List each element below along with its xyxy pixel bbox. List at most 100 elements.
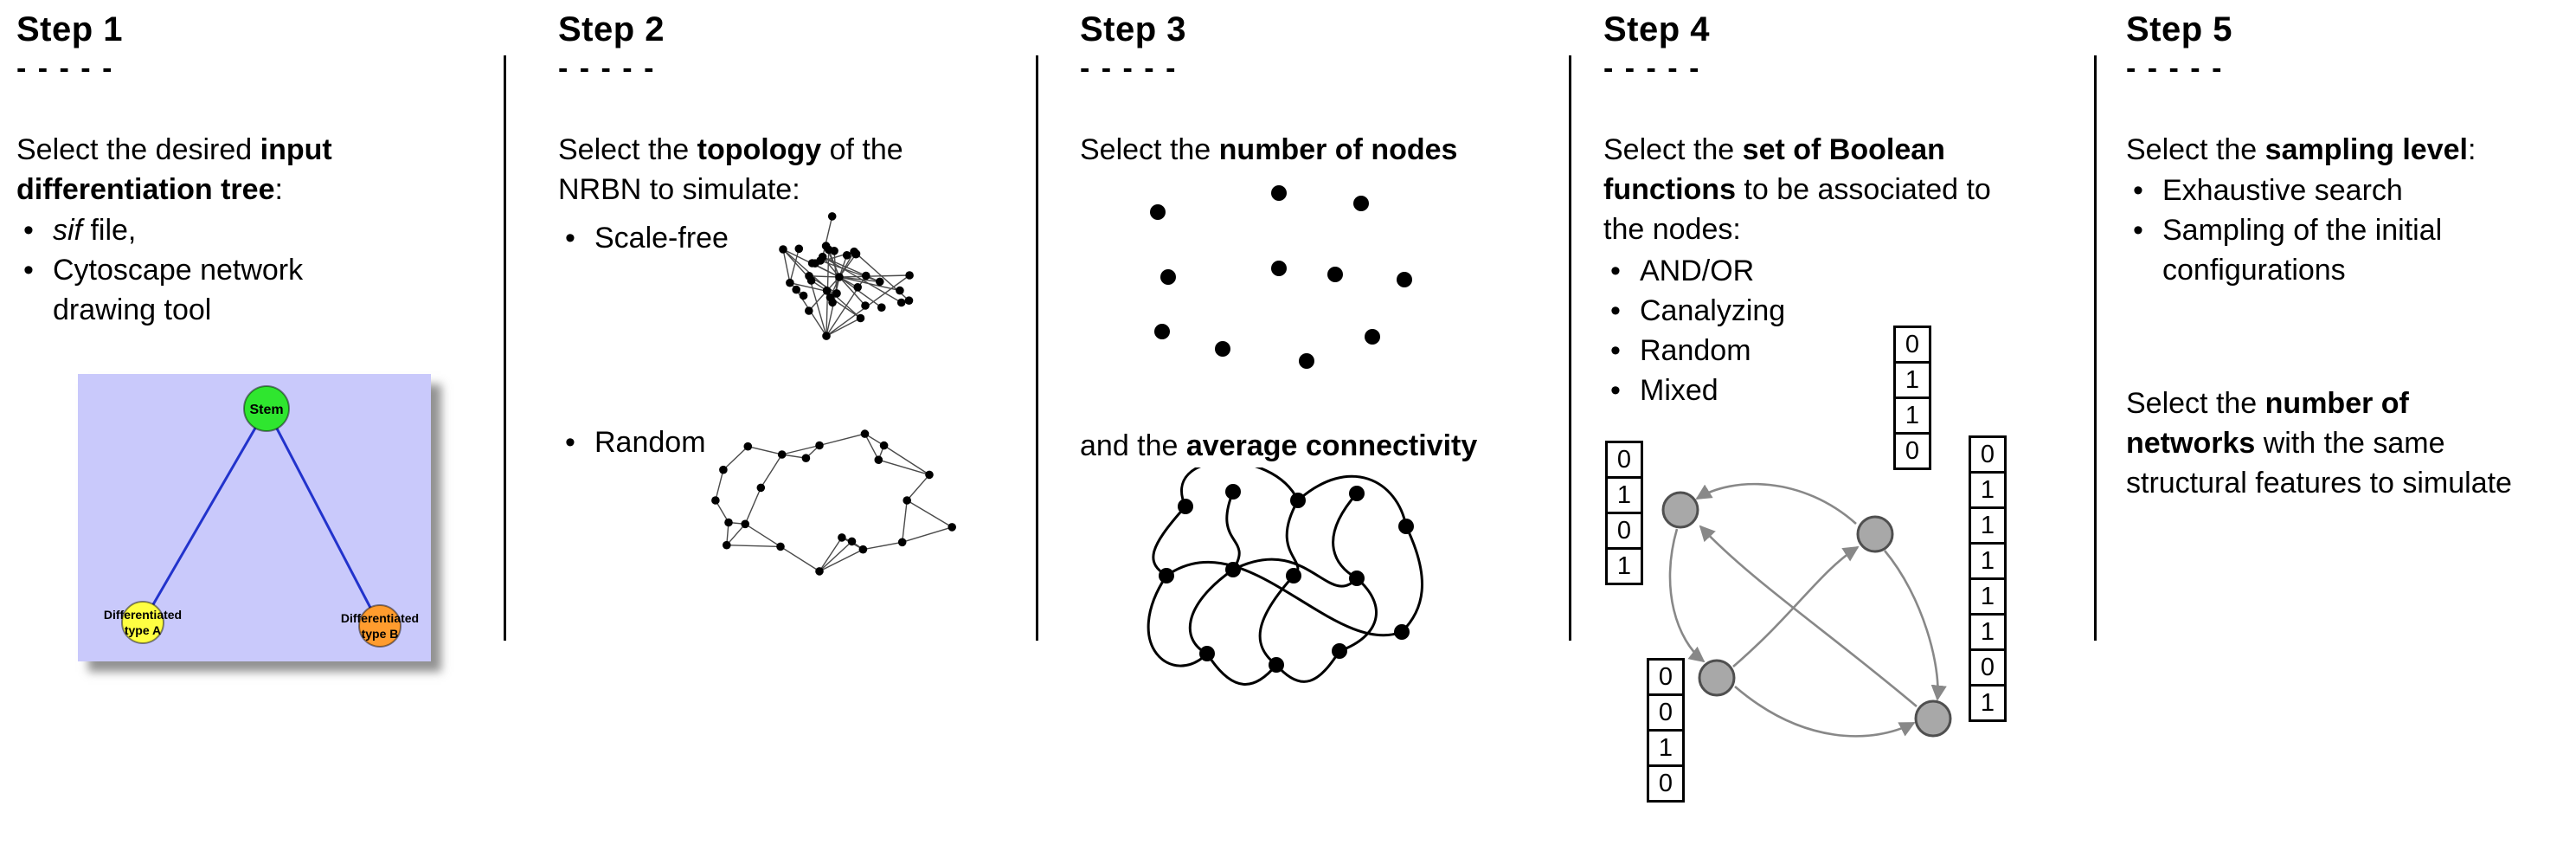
network-edge	[822, 256, 881, 283]
network-node	[853, 283, 862, 292]
network-node	[792, 285, 800, 294]
network-edge	[838, 274, 910, 278]
dashed-separator: - - - - -	[558, 52, 656, 85]
network-node	[799, 291, 808, 300]
network-edge	[822, 216, 833, 257]
network-node	[879, 441, 889, 450]
tree-edge	[141, 408, 268, 623]
dashed-separator: - - - - -	[1080, 52, 1178, 85]
network-node	[1398, 519, 1414, 534]
network-node	[847, 537, 857, 546]
network-node	[723, 540, 731, 550]
truth-table-cell: 0	[1647, 658, 1685, 696]
network-node	[1225, 562, 1241, 577]
network-node	[825, 293, 835, 302]
network-node	[1286, 568, 1301, 583]
network-node	[822, 332, 831, 340]
network-edge	[780, 545, 820, 572]
network-edge	[864, 433, 879, 461]
column-divider	[504, 55, 506, 641]
network-node	[1178, 499, 1193, 514]
network-edge	[1400, 525, 1423, 634]
truth-table-cell: 0	[1605, 512, 1643, 550]
truth-table-cell: 1	[1969, 613, 2007, 651]
truth-table-cell: 1	[1969, 684, 2007, 722]
bullet-marker: •	[1610, 255, 1621, 287]
network-node	[876, 277, 884, 287]
network-edge	[760, 454, 783, 488]
network-edge	[883, 445, 930, 475]
scatter-node	[1299, 353, 1314, 369]
bullet-text: sif file,	[53, 214, 137, 247]
network-node	[827, 212, 837, 221]
network-node	[832, 289, 841, 298]
bullet-item: • Random	[558, 422, 818, 462]
differentiation-tree-svg: Stem Differentiated type A Differentiate…	[104, 385, 419, 648]
type-b-node-label: Differentiated	[341, 611, 419, 625]
network-node	[794, 244, 804, 254]
network-edge	[863, 541, 903, 551]
network-node	[835, 273, 844, 281]
bullet-marker: •	[23, 254, 34, 287]
bullet-marker: •	[565, 426, 575, 459]
network-node	[756, 483, 766, 493]
network-node	[724, 518, 733, 527]
network-edge	[1188, 568, 1234, 655]
bullet-text: Exhaustive search	[2162, 174, 2403, 207]
network-edge	[1297, 474, 1408, 527]
network-node	[851, 249, 861, 258]
network-node	[1349, 486, 1365, 501]
bullet-marker: •	[2133, 174, 2143, 207]
network-node	[821, 242, 831, 250]
truth-table-cell: 1	[1605, 547, 1643, 585]
scatter-node	[1327, 267, 1343, 282]
network-edge	[902, 500, 908, 543]
type-b-node	[358, 604, 401, 648]
bullet-marker: •	[1610, 294, 1621, 327]
network-node	[805, 306, 813, 315]
bullet-text: Canalyzing	[1640, 294, 1786, 327]
network-node	[897, 538, 907, 547]
network-edge	[1205, 653, 1278, 686]
bullet-text: AND/OR	[1640, 255, 1755, 287]
network-edge	[726, 523, 746, 546]
boolean-network-edge	[1884, 550, 1947, 701]
truth-table-cell: 0	[1647, 693, 1685, 732]
scatter-node	[1271, 261, 1287, 276]
network-edge	[808, 276, 840, 312]
network-node	[1394, 624, 1410, 640]
network-edge	[1275, 650, 1341, 683]
network-edge	[1332, 493, 1359, 580]
network-edge	[808, 275, 840, 278]
type-a-node	[121, 601, 164, 644]
step-2-column: Step 2 - - - - - Select the topology of …	[558, 0, 1043, 851]
network-edge	[819, 549, 864, 572]
truth-table-cell: 1	[1893, 396, 1931, 435]
network-node	[743, 442, 753, 451]
network-node	[896, 298, 906, 307]
boolean-network-edge	[1668, 528, 1706, 663]
network-node	[776, 542, 785, 551]
bullet-item: • AND/OR	[1603, 251, 1889, 291]
bullet-marker: •	[2133, 214, 2143, 247]
network-node	[1349, 571, 1365, 586]
stem-node-label: Stem	[249, 403, 283, 417]
network-node	[858, 545, 868, 554]
network-edge	[715, 469, 724, 501]
network-edge	[808, 275, 827, 337]
dashed-separator: - - - - -	[16, 52, 114, 85]
truth-table-cell: 0	[1893, 326, 1931, 364]
network-edge	[789, 248, 800, 283]
step-3-instruction: Select the number of nodes	[1080, 133, 1458, 166]
network-edge	[1152, 505, 1187, 577]
network-node	[904, 296, 914, 305]
network-edge	[819, 260, 881, 283]
network-edge	[819, 540, 852, 572]
network-node	[741, 519, 749, 529]
truth-table-cell: 1	[1605, 476, 1643, 514]
truth-table-cell: 1	[1969, 577, 2007, 616]
